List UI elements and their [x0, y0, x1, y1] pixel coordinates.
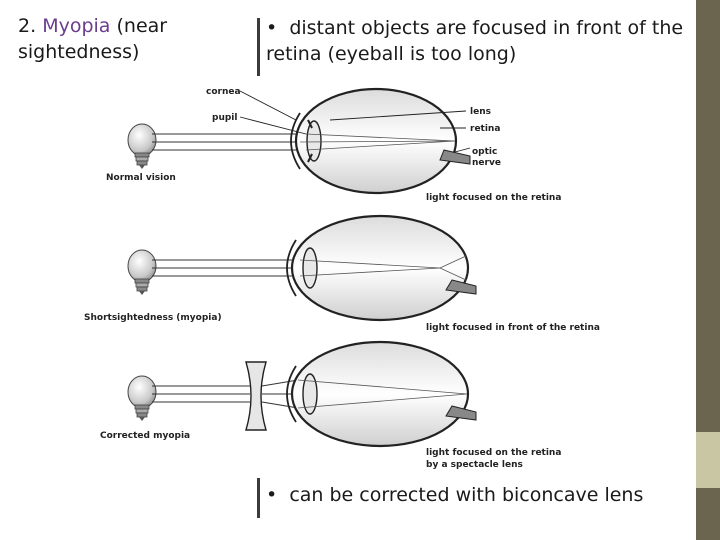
optic-nerve-normal: [439, 149, 471, 165]
decorative-band-accent: [696, 432, 720, 488]
eyeball-normal: [294, 87, 458, 195]
bulb-icon-myopia: [127, 249, 157, 296]
pupil-label: pupil: [212, 113, 237, 123]
normal-caption: light focused on the retina: [426, 193, 561, 203]
title-rest: (near sightedness): [18, 15, 168, 63]
corrected-panel: Corrected myopia light focused on the re…: [100, 340, 561, 470]
top-bullet-bar: [257, 18, 260, 76]
corrected-caption-2: by a spectacle lens: [426, 460, 523, 470]
normal-vision-label: Normal vision: [106, 173, 176, 183]
slide-title: 2. Myopia (near sightedness): [18, 13, 243, 65]
corrected-label: Corrected myopia: [100, 431, 190, 441]
bottom-bullet: • can be corrected with biconcave lens: [266, 482, 696, 508]
cornea-normal: [290, 112, 301, 170]
eyeball-myopia: [290, 214, 470, 322]
title-highlight: Myopia: [42, 15, 111, 37]
bulb-icon-corrected: [127, 375, 157, 422]
myopia-panel: Shortsightedness (myopia) light focused …: [84, 214, 600, 333]
bulb-icon-normal: [127, 123, 157, 170]
normal-vision-panel: cornea pupil lens retina optic nerve Nor…: [106, 87, 561, 203]
bottom-bullet-text: can be corrected with biconcave lens: [289, 484, 644, 506]
myopia-caption: light focused in front of the retina: [426, 323, 600, 333]
nerve-label: nerve: [472, 158, 501, 168]
top-bullet-marker: •: [266, 17, 278, 39]
optic-label: optic: [472, 147, 497, 157]
bottom-bullet-marker: •: [266, 484, 278, 506]
cornea-label: cornea: [206, 87, 241, 97]
bottom-bullet-bar: [257, 478, 260, 518]
retina-label: retina: [470, 124, 500, 134]
top-bullet-text: distant objects are focused in front of …: [266, 17, 684, 65]
corrected-caption-1: light focused on the retina: [426, 448, 561, 458]
top-bullet: • distant objects are focused in front o…: [266, 15, 696, 67]
lens-normal: [306, 120, 322, 162]
biconcave-lens: [245, 361, 267, 431]
title-number: 2.: [18, 15, 37, 37]
lens-label: lens: [470, 107, 491, 117]
eyeball-corrected: [290, 340, 470, 448]
myopia-label: Shortsightedness (myopia): [84, 313, 222, 323]
